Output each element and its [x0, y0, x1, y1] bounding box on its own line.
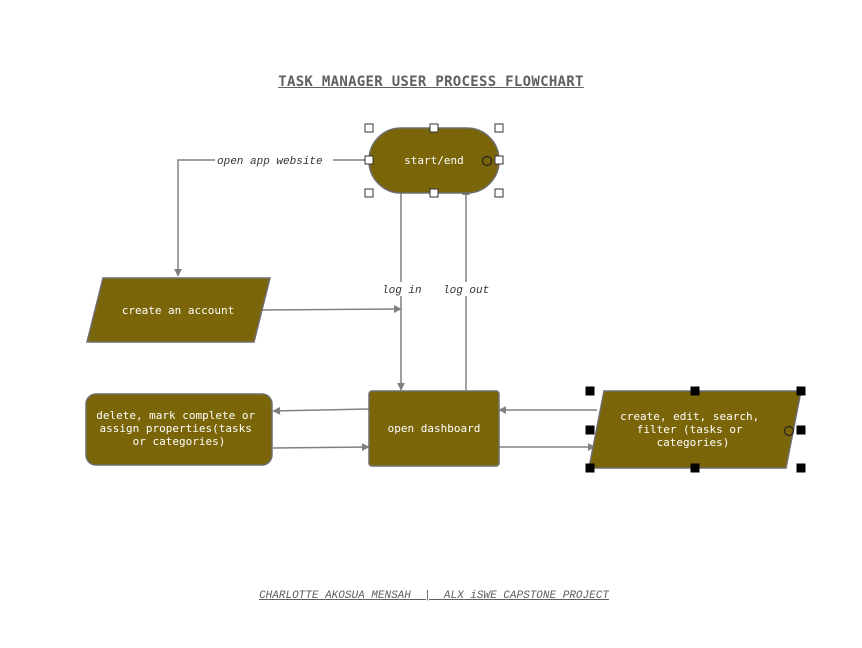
- rotate-handle[interactable]: [783, 425, 795, 437]
- resize-handle[interactable]: [364, 188, 374, 198]
- resize-handle[interactable]: [796, 425, 806, 435]
- resize-handle[interactable]: [429, 188, 439, 198]
- edge-label-open-app: open app website: [217, 156, 323, 168]
- node-open-dashboard[interactable]: open dashboard: [368, 390, 500, 467]
- selection-handles-start-end[interactable]: [364, 123, 504, 198]
- edge-dashboard-to-delete-mark[interactable]: [272, 406, 370, 415]
- edge-labels: open app website log in log out: [215, 153, 495, 297]
- node-delete-mark-assign-text: delete, mark complete or assign properti…: [96, 409, 262, 448]
- resize-handle[interactable]: [585, 386, 595, 396]
- resize-handle[interactable]: [364, 123, 374, 133]
- resize-handle[interactable]: [494, 123, 504, 133]
- resize-handle[interactable]: [796, 386, 806, 396]
- edge-create-account-to-login[interactable]: [261, 305, 402, 314]
- resize-handle[interactable]: [585, 463, 595, 473]
- rotate-handle[interactable]: [481, 155, 493, 167]
- node-delete-mark-assign[interactable]: delete, mark complete or assign properti…: [85, 393, 273, 466]
- edge-label-log-out: log out: [443, 285, 489, 297]
- diagram-title: TASK MANAGER USER PROCESS FLOWCHART: [278, 74, 584, 90]
- resize-handle[interactable]: [690, 463, 700, 473]
- selection-handles-create-edit[interactable]: [585, 386, 806, 473]
- resize-handle[interactable]: [364, 155, 374, 165]
- node-create-edit-search[interactable]: create, edit, search, filter (tasks or c…: [588, 390, 802, 469]
- resize-handle[interactable]: [429, 123, 439, 133]
- node-create-account-text: create an account: [122, 304, 235, 317]
- resize-handle[interactable]: [494, 155, 504, 165]
- diagram-footer: CHARLOTTE AKOSUA MENSAH | ALX iSWE CAPST…: [259, 590, 609, 602]
- edge-open-app-to-create-account[interactable]: [174, 159, 369, 277]
- resize-handle[interactable]: [494, 188, 504, 198]
- edge-delete-mark-to-dashboard[interactable]: [272, 443, 370, 452]
- resize-handle[interactable]: [585, 425, 595, 435]
- node-start-end-text: start/end: [404, 154, 464, 167]
- node-create-account[interactable]: create an account: [86, 277, 271, 343]
- edge-label-log-in: log in: [382, 285, 422, 297]
- resize-handle[interactable]: [796, 463, 806, 473]
- resize-handle[interactable]: [690, 386, 700, 396]
- node-open-dashboard-text: open dashboard: [388, 422, 481, 435]
- node-start-end[interactable]: start/end: [368, 127, 500, 194]
- node-create-edit-search-text: create, edit, search, filter (tasks or c…: [620, 410, 766, 449]
